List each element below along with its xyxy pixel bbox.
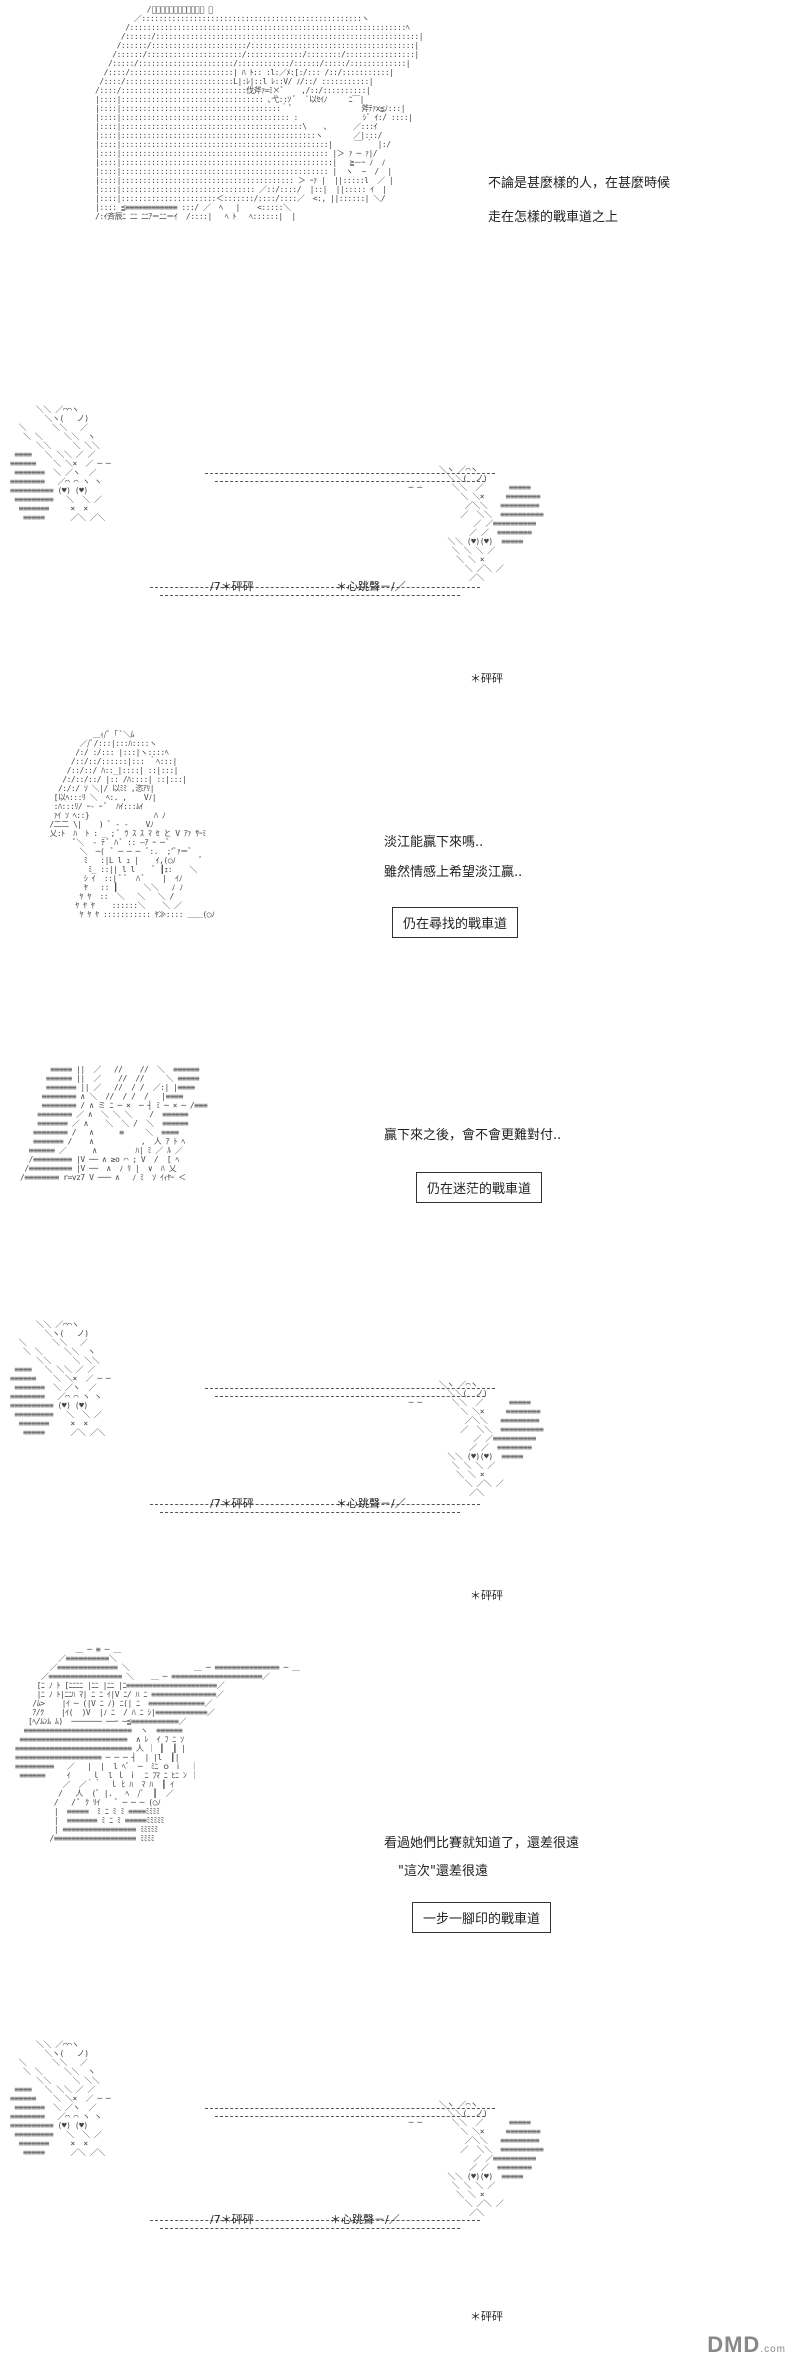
speed-line [205,473,495,474]
heartbeat-panel-3: ＼＼ ／⌒⌒ヽ ＼ヽ( ノ) ＼ ＼＼ ／ ＼ ＼ ＼＼ ヽ ＼＼ ＼ ＼＼ ≡… [0,2030,800,2366]
narration-line-2: "這次"還差很遠 [398,1864,488,1879]
speed-line [205,2108,495,2109]
crack-sound-effect-bottom: ＊砰砰 [470,672,503,685]
narration-line-1: 淡江能贏下來嗎.. [384,835,484,850]
crack-sound-effect: /7＊砰砰 [210,1497,254,1510]
heartbeat-panel-2: ＼＼ ／⌒⌒ヽ ＼ヽ( ノ) ＼ ＼＼ ／ ＼ ＼ ＼＼ ヽ ＼＼ ＼ ＼＼ ≡… [0,1300,800,1630]
ascii-art-heartbeat-left: ＼＼ ／⌒⌒ヽ ＼ヽ( ノ) ＼ ＼＼ ／ ＼ ＼ ＼＼ ヽ ＼＼ ＼ ＼＼ ≡… [10,405,111,522]
ascii-art-girl-with-hat: ＿ ─ ≡ ─ ＿ ／≡≡≡≡≡≡≡≡≡≡＼ ／≡≡≡≡≡≡≡≡≡≡≡≡≡≡ ＼… [15,1645,300,1843]
ascii-art-girl-silhouette: /ﾞ￣￣￣￣￣￣￣￣￣￣ﾞ ､ ／:::::::::::::::::::::::… [95,5,424,221]
speed-line [215,1396,485,1397]
heartbeat-sound-effect: ＊心跳聲－/／ [336,1497,406,1510]
speed-line [150,587,480,588]
panel-1: /ﾞ￣￣￣￣￣￣￣￣￣￣ﾞ ､ ／:::::::::::::::::::::::… [0,0,800,380]
speed-line [215,2116,485,2117]
speed-line [150,2220,480,2221]
narration-line-2: 雖然情感上希望淡江贏.. [384,865,523,880]
narration-line-2: 走在怎樣的戰車道之上 [488,210,619,225]
site-watermark: DMD.com [707,2332,786,2358]
watermark-brand: DMD [707,2332,761,2357]
crack-sound-effect-bottom: ＊砰砰 [470,2310,503,2323]
heartbeat-sound-effect: ＊心跳聲－/／ [330,2213,400,2226]
speed-line [160,1512,460,1513]
captioned-box: 仍在迷茫的戰車道 [416,1172,543,1203]
narration-line-1: 看過她們比賽就知道了，還差很遠 [384,1836,580,1851]
speed-line [160,595,460,596]
ascii-art-heartbeat-left: ＼＼ ／⌒⌒ヽ ＼ヽ( ノ) ＼ ＼＼ ／ ＼ ＼ ＼＼ ヽ ＼＼ ＼ ＼＼ ≡… [10,2040,111,2157]
captioned-box: 仍在尋找的戰車道 [392,907,519,938]
panel-3: ＿ｨ/ﾞ「 ﾞ＼ﾑ ／/ﾞ/:::|:::ﾊ::::ヽ /:/ :/::: |:… [0,725,800,1045]
crack-sound-effect-bottom: ＊砰砰 [470,1589,503,1602]
narration-line-1: 贏下來之後，會不會更難對付.. [384,1128,562,1143]
ascii-art-girls-in-rain: ≡≡≡≡≡ || ／ // // ＼ ≡≡≡≡≡≡ ≡≡≡≡≡≡ || ／ //… [20,1065,208,1182]
narration-line-1: 不論是甚麼樣的人，在甚麼時候 [488,176,671,191]
speed-line [160,2228,460,2229]
crack-sound-effect: /7＊砰砰 [210,580,254,593]
panel-6: ＿ ─ ≡ ─ ＿ ／≡≡≡≡≡≡≡≡≡≡＼ ／≡≡≡≡≡≡≡≡≡≡≡≡≡≡ ＼… [0,1640,800,2025]
crack-sound-effect: /7＊砰砰 [210,2213,254,2226]
ascii-art-heartbeat-left: ＼＼ ／⌒⌒ヽ ＼ヽ( ノ) ＼ ＼＼ ／ ＼ ＼ ＼＼ ヽ ＼＼ ＼ ＼＼ ≡… [10,1320,111,1437]
watermark-suffix: .com [760,2344,786,2355]
speed-line [150,1504,480,1505]
ascii-art-heartbeat-right: ＼ヽ ／⌒ヽ ＼＼( ノ) ─ ─ ＼＼ ／ ≡≡≡≡≡ ＼ ＼× ≡≡≡≡≡≡… [408,1380,544,1497]
heartbeat-sound-effect: ＊心跳聲－/／ [336,580,406,593]
ascii-art-heartbeat-right: ＼ヽ ／⌒ヽ ＼＼( ノ) ─ ─ ＼＼ ／ ≡≡≡≡≡ ＼ ＼× ≡≡≡≡≡≡… [408,465,544,582]
ascii-art-girl-thinking: ＿ｨ/ﾞ「 ﾞ＼ﾑ ／/ﾞ/:::|:::ﾊ::::ヽ /:/ :/::: |:… [49,730,215,919]
panel-4: ≡≡≡≡≡ || ／ // // ＼ ≡≡≡≡≡≡ ≡≡≡≡≡≡ || ／ //… [0,1060,800,1300]
captioned-box: 一步一腳印的戰車道 [412,1902,552,1933]
heartbeat-panel-1: ＼＼ ／⌒⌒ヽ ＼ヽ( ノ) ＼ ＼＼ ／ ＼ ＼ ＼＼ ヽ ＼＼ ＼ ＼＼ ≡… [0,395,800,705]
speed-line [215,481,485,482]
speed-line [205,1388,495,1389]
ascii-art-heartbeat-right: ＼ヽ ／⌒ヽ ＼＼( ノ) ─ ─ ＼＼ ／ ≡≡≡≡≡ ＼ ＼× ≡≡≡≡≡≡… [408,2100,544,2217]
